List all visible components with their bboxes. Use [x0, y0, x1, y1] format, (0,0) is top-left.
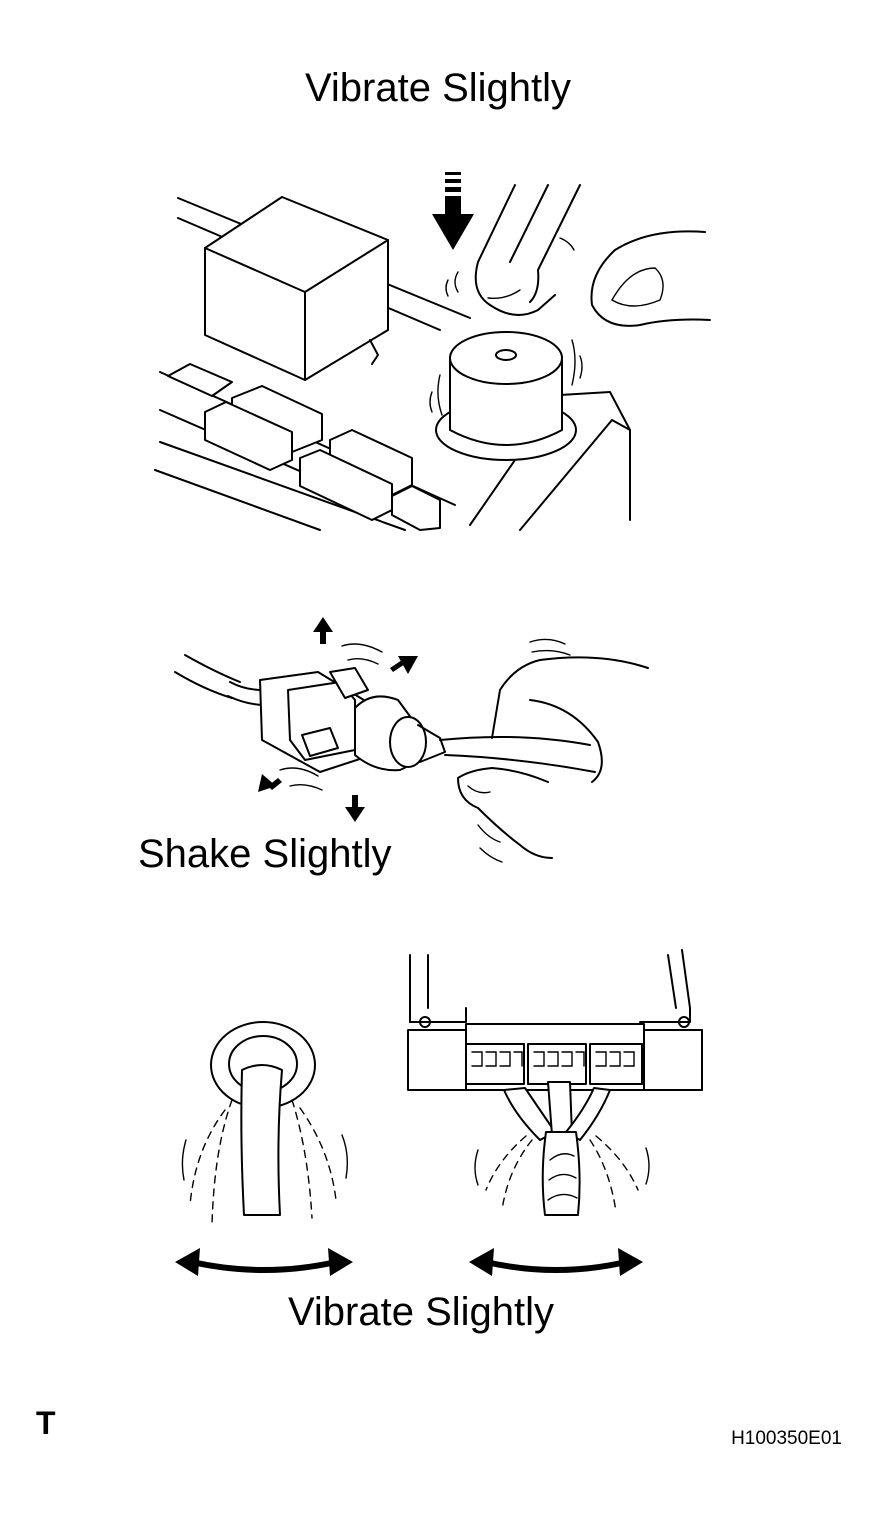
shake-arrow-icon [258, 617, 418, 822]
connector-shake-illustration [174, 617, 649, 863]
title-vibrate-slightly-top: Vibrate Slightly [304, 66, 572, 110]
curved-double-arrow-icon [175, 1248, 643, 1276]
corner-mark: T [36, 1405, 56, 1441]
label-vibrate-slightly-bottom: Vibrate Slightly [287, 1290, 555, 1334]
label-shake-slightly: Shake Slightly [138, 832, 392, 876]
down-arrow-icon [432, 172, 474, 250]
harness-vibrate-illustration [175, 949, 703, 1276]
relay-tap-illustration [154, 172, 711, 531]
figure-code: H100350E01 [731, 1428, 842, 1449]
